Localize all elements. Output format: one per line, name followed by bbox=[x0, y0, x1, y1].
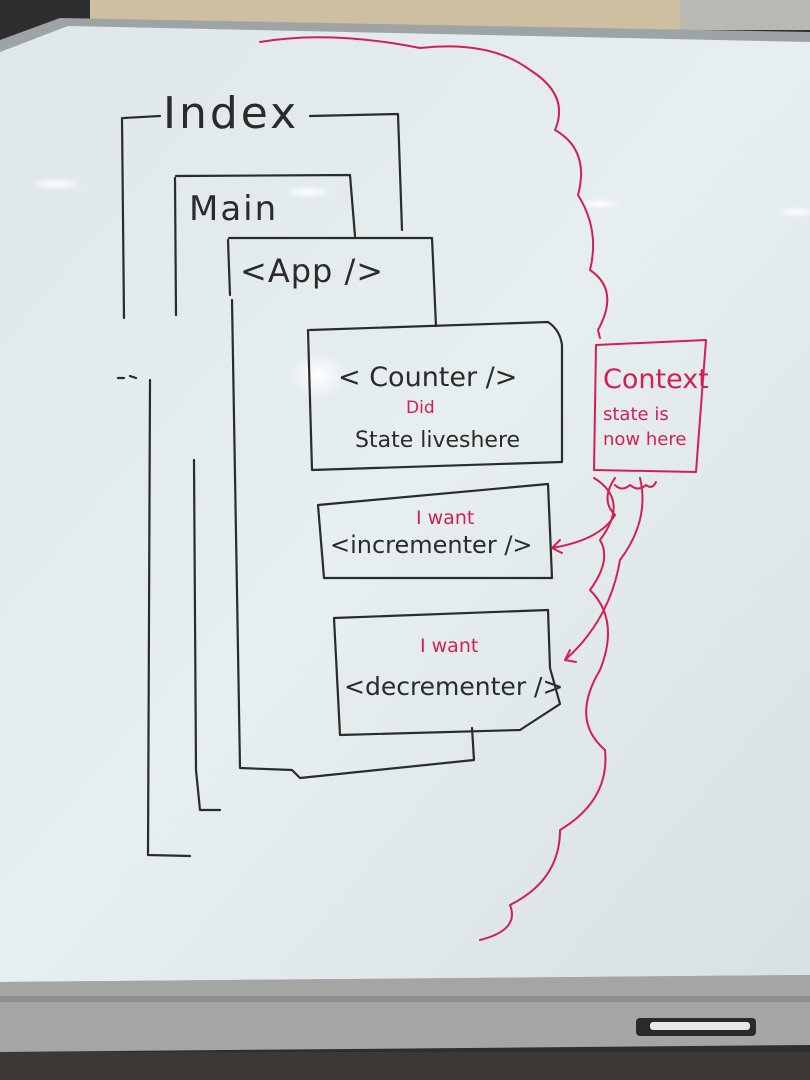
light-reflection bbox=[28, 177, 84, 191]
index-label: Index bbox=[163, 88, 299, 139]
context-line2: now here bbox=[603, 429, 686, 450]
board-surface bbox=[0, 26, 810, 982]
counter-did: Did bbox=[406, 398, 435, 418]
decrementer-label: <decrementer /> bbox=[344, 672, 563, 701]
main-label: Main bbox=[189, 189, 278, 229]
marker-tray bbox=[0, 975, 810, 1052]
arrow-to-decrementer bbox=[564, 477, 644, 661]
cloud-outline-top bbox=[259, 36, 609, 339]
app-box-left bbox=[226, 238, 232, 297]
cloud-outline-bottom bbox=[479, 477, 615, 941]
counter-state-text: State liveshere bbox=[355, 428, 520, 453]
incrementer-want: I want bbox=[416, 507, 474, 529]
decrementer-want: I want bbox=[420, 635, 478, 657]
context-line1: state is bbox=[603, 404, 669, 425]
app-label: <App /> bbox=[240, 252, 384, 290]
main-box-left bbox=[173, 176, 178, 317]
counter-box bbox=[306, 320, 564, 472]
counter-label: < Counter /> bbox=[338, 362, 517, 393]
incrementer-box bbox=[316, 482, 554, 580]
context-title: Context bbox=[603, 364, 709, 395]
arrow-to-incrementer bbox=[551, 477, 616, 549]
index-box-bottom bbox=[146, 378, 192, 858]
incrementer-label: <incrementer /> bbox=[330, 531, 533, 559]
decrementer-box bbox=[332, 608, 562, 737]
context-box bbox=[593, 339, 707, 473]
index-box-left bbox=[120, 116, 126, 320]
